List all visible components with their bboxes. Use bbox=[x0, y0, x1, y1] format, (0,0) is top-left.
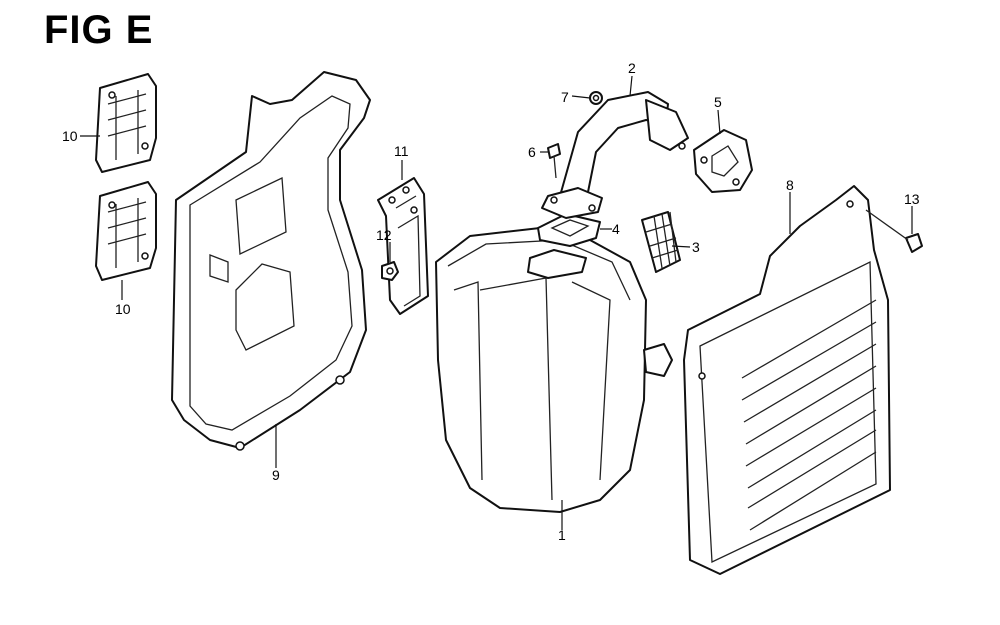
part-2-exhaust-pipe bbox=[541, 91, 689, 219]
callout-11: 11 bbox=[394, 143, 409, 159]
callout-5: 5 bbox=[714, 94, 722, 110]
part-13-bolt bbox=[865, 209, 923, 253]
figure-title: FIG E bbox=[44, 8, 154, 52]
part-1-muffler bbox=[435, 227, 673, 513]
callout-3: 3 bbox=[692, 239, 700, 255]
callout-12: 12 bbox=[376, 227, 392, 243]
callout-1: 1 bbox=[558, 527, 566, 543]
part-6-bolt bbox=[547, 143, 561, 179]
part-7-nut bbox=[589, 91, 603, 105]
callout-9: 9 bbox=[272, 467, 280, 483]
part-8-muffler-protector bbox=[683, 185, 891, 575]
callout-10-upper: 10 bbox=[62, 128, 78, 144]
callout-8: 8 bbox=[786, 177, 794, 193]
callout-7: 7 bbox=[561, 89, 569, 105]
leader-lines bbox=[80, 75, 913, 530]
callout-2: 2 bbox=[628, 60, 636, 76]
part-10-upper-plate bbox=[95, 73, 157, 173]
part-12-nut bbox=[381, 261, 399, 281]
callout-6: 6 bbox=[528, 144, 536, 160]
callout-4: 4 bbox=[612, 221, 620, 237]
part-3-spark-screen bbox=[641, 211, 681, 273]
part-9-heat-shield bbox=[171, 71, 371, 451]
callout-13: 13 bbox=[904, 191, 920, 207]
part-5-gasket bbox=[693, 129, 753, 193]
callout-10-lower: 10 bbox=[115, 301, 131, 317]
part-10-lower-plate bbox=[95, 181, 157, 281]
part-11-bracket bbox=[377, 177, 429, 315]
